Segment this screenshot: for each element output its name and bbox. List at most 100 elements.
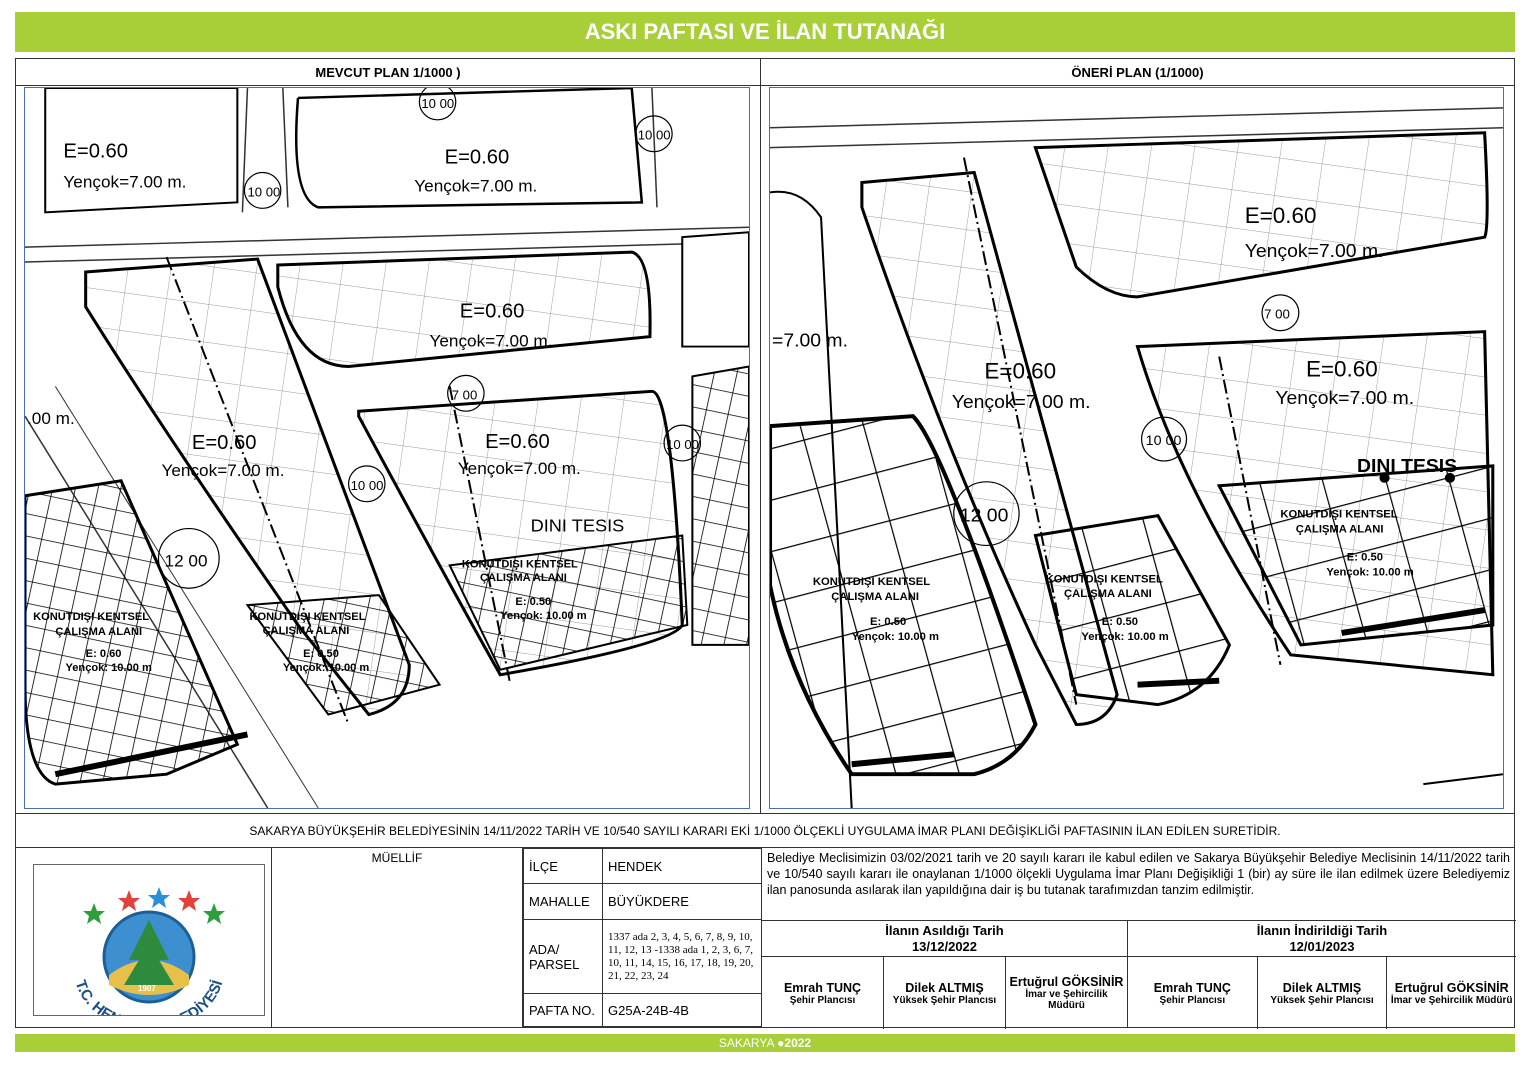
existing-plan-header: MEVCUT PLAN 1/1000 ) — [16, 59, 760, 86]
parcel-value: 1337 ada 2, 3, 4, 5, 6, 7, 8, 9, 10, 11,… — [602, 919, 762, 994]
special-zone-label: DINI TESIS — [531, 516, 625, 536]
zone-label-e: E=0.60 — [460, 301, 525, 323]
proposed-plan-column: ÖNERİ PLAN (1/1000) — [761, 59, 1514, 813]
author-cell: MÜELLİF — [271, 848, 523, 1027]
district-label: İLÇE — [523, 848, 603, 884]
urban-zone-height: Yençok: 10.00 m — [500, 610, 587, 622]
special-zone-label: DINI TESIS — [1357, 456, 1457, 477]
urban-zone-name: ÇALIŞMA ALANI — [263, 625, 350, 637]
document-title: ASKI PAFTASI VE İLAN TUTANAĞI — [15, 12, 1515, 52]
signer: Dilek ALTMIŞ Yüksek Şehir Plancısı — [884, 957, 1006, 1029]
urban-zone-height: Yençok: 10.00 m — [1081, 631, 1168, 643]
info-table: 1907 T.C. HENDEK BELEDİYESİ MÜELLİF İLÇE… — [15, 848, 1516, 1034]
signer: Dilek ALTMIŞ Yüksek Şehir Plancısı — [1258, 957, 1388, 1029]
zone-label-e: E=0.60 — [192, 432, 257, 454]
road-width-label: 12 00 — [960, 506, 1008, 527]
urban-zone-height: Yençok: 10.00 m — [283, 662, 370, 674]
signer-name: Ertuğrul GÖKSİNİR — [1009, 975, 1124, 989]
existing-plan-drawing: E=0.60 Yençok=7.00 m. E=0.60 Yençok=7.00… — [25, 88, 749, 808]
urban-zone-height: Yençok: 10.00 m — [65, 662, 152, 674]
signer-name: Dilek ALTMIŞ — [905, 980, 984, 995]
road-width-label: 7 00 — [1264, 307, 1290, 322]
urban-zone-name: KONUTDIŞI KENTSEL — [1046, 573, 1163, 585]
zone-label-height: Yençok=7.00 m. — [414, 177, 537, 196]
zone-label-height: Yençok=7.00 m. — [429, 332, 552, 351]
zone-label-e: E=0.60 — [445, 147, 510, 169]
urban-zone-e: E: 0.50 — [1347, 551, 1383, 563]
proposed-plan-header: ÖNERİ PLAN (1/1000) — [761, 59, 1514, 86]
road-width-label: 10 00 — [1146, 432, 1182, 448]
urban-zone-e: E: 0.50 — [303, 648, 339, 660]
urban-zone-name: KONUTDIŞI KENTSEL — [249, 611, 365, 623]
urban-zone-name: ÇALIŞMA ALANI — [831, 591, 919, 603]
zone-label-height: Yençok=7.00 m. — [1275, 388, 1414, 409]
road-width-label: 10 00 — [638, 128, 671, 143]
signer-role: Yüksek Şehir Plancısı — [892, 994, 997, 1006]
road-width-label: 10 00 — [666, 437, 699, 452]
neighborhood-label: MAHALLE — [523, 883, 603, 920]
municipality-logo: 1907 T.C. HENDEK BELEDİYESİ — [72, 887, 226, 1034]
zone-label-e: E=0.60 — [485, 431, 550, 453]
zone-label-height: Yençok=7.00 m. — [1245, 241, 1384, 262]
signer-role: İmar ve Şehircilik Müdürü — [1390, 994, 1513, 1006]
footer-text: SAKARYA ● — [718, 1036, 785, 1050]
zone-label-e: E=0.60 — [63, 141, 128, 163]
urban-zone-name: KONUTDIŞI KENTSEL — [813, 576, 930, 588]
parcel-label: ADA/ PARSEL — [523, 919, 603, 994]
zone-label-e: E=0.60 — [1245, 204, 1317, 229]
zone-label-height: Yençok=7.00 m. — [952, 392, 1091, 413]
notice-section: Belediye Meclisimizin 03/02/2021 tarih v… — [762, 848, 1516, 1029]
signer-role: Yüksek Şehir Plancısı — [1270, 994, 1374, 1006]
signer: Emrah TUNÇ Şehir Plancısı — [762, 957, 884, 1029]
posting-date-title: İlanın Asıldığı Tarih — [885, 923, 1004, 938]
posting-signature-block: İlanın Asıldığı Tarih 13/12/2022 Emrah T… — [762, 920, 1128, 1029]
road-width-label: 10 00 — [247, 184, 280, 199]
zone-label-height: Yençok=7.00 m. — [63, 173, 186, 192]
existing-plan-column: MEVCUT PLAN 1/1000 ) — [16, 59, 761, 813]
proposed-plan-drawing: E=0.60 Yençok=7.00 m. E=0.60 Yençok=7.00… — [770, 107, 1503, 808]
logo-year: 1907 — [138, 984, 156, 993]
urban-zone-height: Yençok: 10.00 m — [852, 631, 939, 643]
removal-date: 12/01/2023 — [1289, 939, 1355, 954]
urban-zone-name: ÇALIŞMA ALANI — [480, 572, 567, 584]
sheet-number-label: PAFTA NO. — [523, 993, 603, 1027]
urban-zone-name: ÇALIŞMA ALANI — [55, 626, 142, 638]
zone-label-height: Yençok=7.00 m. — [458, 459, 581, 478]
signer-name: Emrah TUNÇ — [1153, 980, 1231, 995]
signer-role: Şehir Plancısı — [1159, 994, 1226, 1006]
edge-height-label: .00 m. — [27, 409, 75, 428]
municipality-logo-frame: 1907 T.C. HENDEK BELEDİYESİ — [33, 864, 265, 1034]
posting-date: 13/12/2022 — [911, 939, 978, 954]
signer-name: Ertuğrul GÖKSİNİR — [1394, 980, 1509, 995]
urban-zone-name: KONUTDIŞI KENTSEL — [33, 611, 149, 623]
removal-signature-block: İlanın İndirildiği Tarih 12/01/2023 Emra… — [1128, 920, 1516, 1029]
zone-label-height: Yençok=7.00 m. — [162, 461, 285, 480]
sheet-number-value: G25A-24B-4B — [602, 993, 762, 1027]
signer-role: İmar ve Şehircilik Müdürü — [1025, 989, 1108, 1011]
zone-label-e: E=0.60 — [984, 359, 1056, 384]
existing-plan-map: E=0.60 Yençok=7.00 m. E=0.60 Yençok=7.00… — [24, 87, 750, 809]
signer-name: Dilek ALTMIŞ — [1282, 980, 1362, 995]
proposed-plan-map: E=0.60 Yençok=7.00 m. E=0.60 Yençok=7.00… — [769, 87, 1504, 809]
signer-name: Emrah TUNÇ — [783, 980, 862, 995]
urban-zone-name: KONUTDIŞI KENTSEL — [1280, 509, 1397, 521]
urban-zone-e: E: 0.60 — [86, 648, 122, 660]
urban-zone-height: Yençok: 10.00 m — [1326, 566, 1413, 578]
signer-role: Şehir Plancısı — [789, 994, 856, 1006]
urban-zone-name: KONUTDIŞI KENTSEL — [462, 558, 578, 570]
road-width-label: 10 00 — [421, 96, 454, 111]
road-width-label: 7 00 — [452, 387, 478, 402]
plan-metadata-table: İLÇE HENDEK MAHALLE BÜYÜKDERE ADA/ PARSE… — [523, 848, 762, 1027]
edge-height-label: =7.00 m. — [772, 331, 848, 352]
signer: Ertuğrul GÖKSİNİR İmar ve Şehircilik Müd… — [1006, 957, 1127, 1029]
notice-text: Belediye Meclisimizin 03/02/2021 tarih v… — [767, 851, 1510, 897]
urban-zone-e: E: 0.50 — [1102, 616, 1138, 628]
footer-bar: SAKARYA ● 2022 — [15, 1034, 1515, 1052]
signer: Ertuğrul GÖKSİNİR İmar ve Şehircilik Müd… — [1387, 957, 1516, 1029]
plans-panel: MEVCUT PLAN 1/1000 ) — [15, 58, 1515, 814]
road-width-label: 12 00 — [165, 551, 208, 570]
removal-date-title: İlanın İndirildiği Tarih — [1256, 923, 1388, 938]
urban-zone-name: ÇALIŞMA ALANI — [1296, 524, 1384, 536]
neighborhood-value: BÜYÜKDERE — [602, 883, 762, 920]
decision-statement: SAKARYA BÜYÜKŞEHİR BELEDİYESİNİN 14/11/2… — [15, 814, 1515, 848]
